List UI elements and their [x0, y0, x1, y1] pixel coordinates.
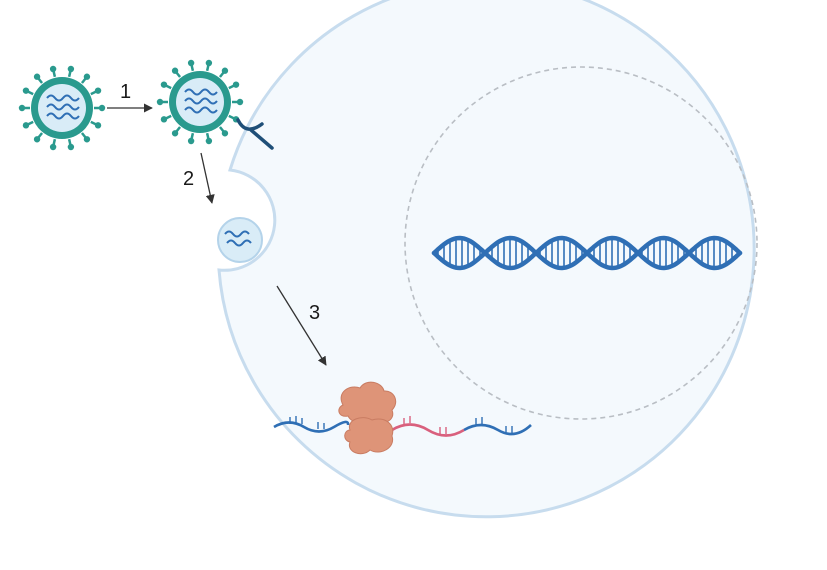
receptor-icon	[236, 118, 274, 150]
step-1-label: 1	[120, 81, 131, 103]
step-2-arrow	[200, 152, 215, 204]
host-cell	[217, 0, 756, 519]
step-3-label: 3	[309, 302, 320, 324]
step-2-label: 2	[183, 168, 194, 190]
virus-icon	[18, 65, 106, 151]
endosome-icon	[217, 217, 263, 263]
ribosome-icon	[338, 381, 397, 455]
virus-icon	[156, 59, 244, 145]
nucleus-outline	[404, 66, 758, 420]
dna-double-helix-icon	[431, 235, 743, 271]
mrna-strand-icon	[273, 416, 532, 437]
step-3-arrow	[276, 285, 327, 366]
